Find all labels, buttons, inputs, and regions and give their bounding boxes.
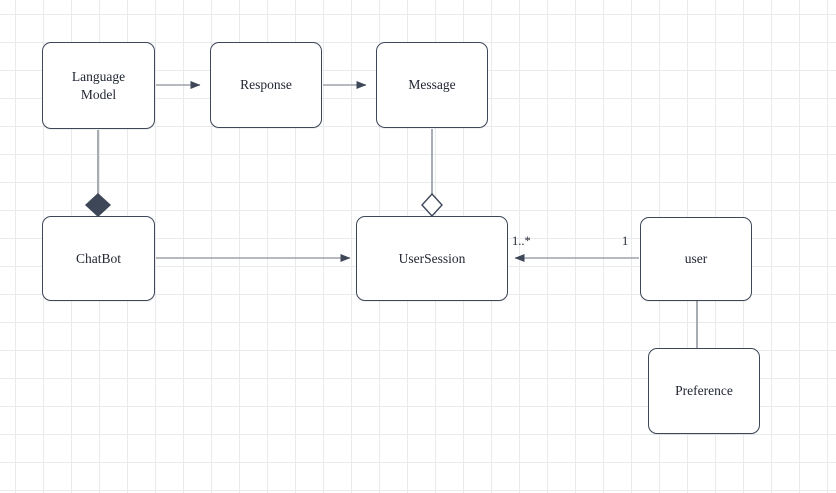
edge-language-model-to-chatbot xyxy=(84,130,112,217)
node-language-model[interactable]: Language Model xyxy=(42,42,155,129)
node-label: Language Model xyxy=(71,68,126,102)
node-label: Preference xyxy=(675,383,733,399)
edge-message-to-usersession xyxy=(421,129,443,218)
hollow-diamond-marker xyxy=(421,192,443,218)
node-label: Message xyxy=(408,77,456,93)
node-message[interactable]: Message xyxy=(376,42,488,128)
multiplicity-user: 1 xyxy=(622,234,629,248)
node-chatbot[interactable]: ChatBot xyxy=(42,216,155,301)
node-usersession[interactable]: UserSession xyxy=(356,216,508,301)
node-response[interactable]: Response xyxy=(210,42,322,128)
filled-diamond-marker xyxy=(84,193,112,217)
node-user[interactable]: user xyxy=(640,217,752,301)
node-label: ChatBot xyxy=(75,250,121,266)
node-label: UserSession xyxy=(398,250,466,266)
node-label: user xyxy=(684,251,708,267)
multiplicity-usersession: 1..* xyxy=(512,234,531,248)
node-preference[interactable]: Preference xyxy=(648,348,760,434)
node-label: Response xyxy=(240,77,292,93)
